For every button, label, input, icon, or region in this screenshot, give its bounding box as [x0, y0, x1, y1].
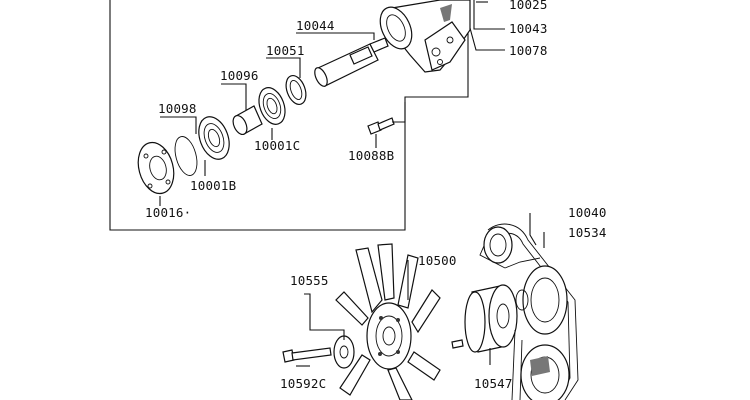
label-10098: 10098: [158, 101, 197, 116]
label-10078: 10078: [509, 43, 548, 58]
bearing-10001b: [198, 116, 230, 160]
pump-shaft: [314, 37, 389, 87]
label-10044: 10044: [296, 18, 335, 33]
label-10051: 10051: [266, 43, 305, 58]
label-10025: 10025: [509, 0, 548, 12]
assembly-frame: [109, 0, 469, 231]
pump-housing: [379, 0, 471, 73]
label-10088b: 10088B: [348, 148, 394, 163]
spacer-10096: [232, 105, 263, 136]
label-10534: 10534: [568, 225, 607, 240]
label-10043: 10043: [509, 21, 548, 36]
label-10592c: 10592C: [280, 376, 326, 391]
part-labels: 10025 10043 10078 10044 10051 10096 1009…: [145, 0, 607, 391]
bolt-10592c: [282, 347, 332, 363]
leader-lines: [159, 0, 545, 367]
cooling-fan-10500: [335, 243, 441, 400]
label-10001b: 10001B: [190, 178, 236, 193]
label-10500: 10500: [418, 253, 457, 268]
snap-ring-10098: [174, 136, 198, 176]
label-10001c: 10001C: [254, 138, 300, 153]
bearing-10001c: [258, 87, 286, 125]
label-10555: 10555: [290, 273, 329, 288]
belt-and-pulleys: [479, 223, 579, 400]
fan-spacer-10555: [333, 335, 355, 369]
seal-ring-10051: [285, 74, 307, 106]
label-10547: 10547: [474, 376, 513, 391]
label-10040: 10040: [568, 205, 607, 220]
fan-clutch-10547: [451, 284, 518, 353]
label-10096: 10096: [220, 68, 259, 83]
bolt-10088b: [367, 117, 395, 135]
label-10016: 10016·: [145, 205, 191, 220]
flange-10016: [137, 141, 175, 195]
